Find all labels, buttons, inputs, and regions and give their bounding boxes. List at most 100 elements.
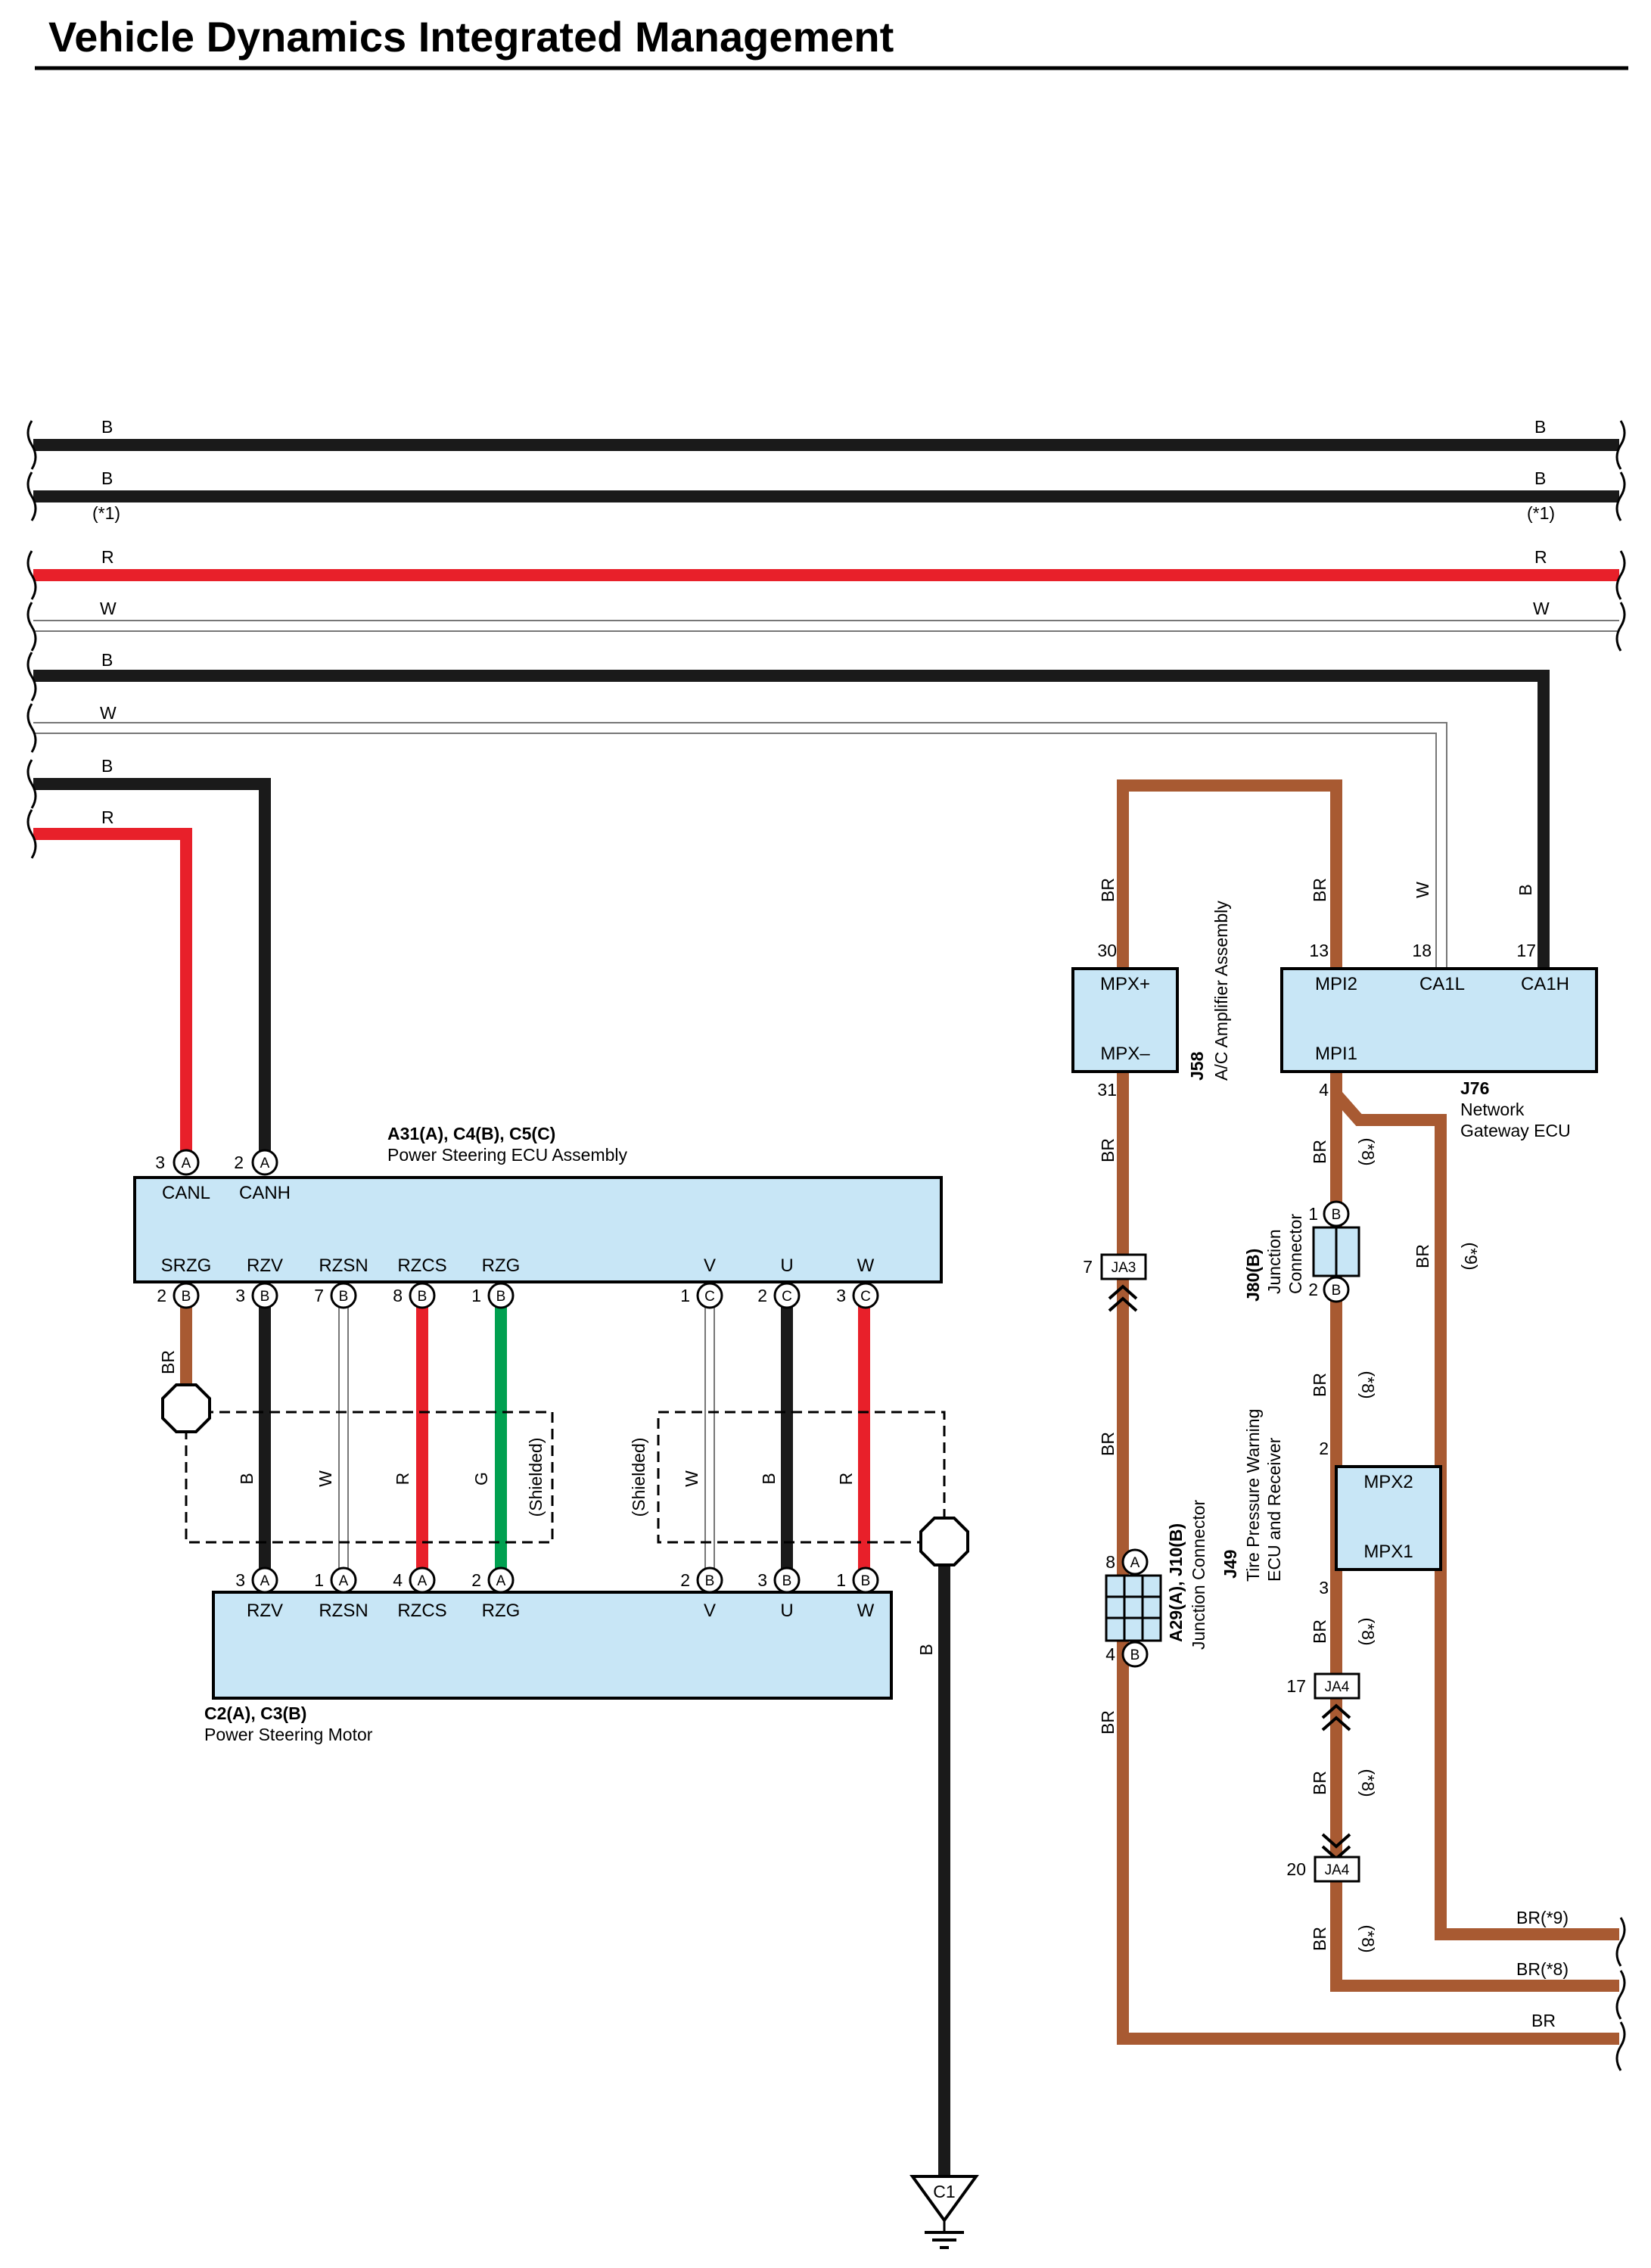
wire-mpx-loop: [1117, 779, 1342, 969]
term-label: SRZG: [161, 1255, 212, 1276]
shield-box-2: [657, 1411, 946, 1544]
ps-motor-terminal-v: B 2 V: [680, 1566, 723, 1621]
j80-name-2: Connector: [1286, 1214, 1305, 1294]
pin: [330, 1282, 357, 1309]
j76-pin-mpi1: 4: [1319, 1080, 1329, 1100]
conn: A: [496, 1573, 506, 1589]
j80-name-1: Junction: [1264, 1229, 1284, 1294]
label-a29-below: BR: [1098, 1710, 1118, 1734]
ecu-motor-wires: [180, 1294, 870, 1582]
ja4-bot-label: JA4: [1325, 1862, 1350, 1878]
j49-box: [1335, 1465, 1442, 1571]
a29-conn-top: A: [1130, 1555, 1140, 1571]
label-out-br: BR: [1531, 2011, 1556, 2030]
bus-wires: [33, 439, 1619, 1152]
a29-pinnum-bot: 4: [1105, 1644, 1115, 1664]
pin-num: 3: [836, 1286, 846, 1305]
ja4-top-pin: 17: [1286, 1676, 1306, 1696]
ps-motor-terminal-rzsn: A 1 RZSN: [314, 1566, 368, 1621]
ps-ecu-top-terminals: A 3 CANL A 2 CANH: [155, 1149, 291, 1203]
label-bus-b2-left: B: [101, 468, 113, 488]
conn: B: [496, 1289, 506, 1305]
label-sh-g: G: [471, 1472, 491, 1486]
bus-wire-b3: [33, 670, 1550, 969]
conn: B: [339, 1289, 349, 1305]
j80-junction: B 1 B 2: [1308, 1200, 1360, 1303]
ps-ecu-terminal-rzg: RZG B 1: [471, 1255, 520, 1309]
j76-term-mpi1: MPI1: [1315, 1044, 1357, 1064]
term-label: RZSN: [319, 1601, 368, 1621]
term-label: RZSN: [319, 1255, 368, 1276]
label-sh-b: B: [237, 1473, 257, 1484]
ps-ecu-pinnum-canh: 2: [234, 1153, 244, 1172]
ps-motor-terminals: A 3 RZV A 1 RZSN A 4 RZCS A 2 RZG B 2 V: [235, 1566, 879, 1621]
ground-triangle: [909, 2175, 979, 2223]
label-sh2-r: R: [836, 1473, 856, 1486]
j49-term-2: MPX1: [1363, 1542, 1413, 1562]
j49-pin-2: 3: [1319, 1578, 1329, 1598]
label-ja4-mid-note: (*8): [1358, 1769, 1378, 1797]
j76-term-ca1h: CA1H: [1521, 974, 1569, 994]
conn: A: [418, 1573, 428, 1589]
shield-box-1: [185, 1411, 554, 1544]
j49-name-1: Tire Pressure Warning: [1243, 1409, 1263, 1582]
pin: [330, 1566, 357, 1594]
ps-ecu-box: [133, 1176, 943, 1283]
a29-pin-top: [1121, 1548, 1149, 1576]
ja4-top-chevrons: [1321, 1703, 1351, 1731]
a29-pinnum-top: 8: [1105, 1552, 1115, 1572]
label-ground-wire: B: [916, 1644, 936, 1655]
label-bus-b2-right: B: [1534, 468, 1546, 488]
label-bus-r2-left: R: [101, 807, 114, 827]
j49-term-1: MPX2: [1363, 1472, 1413, 1492]
ground-label: C1: [933, 2182, 955, 2201]
ps-ecu-terminal-rzcs: RZCS B 8: [393, 1255, 447, 1309]
ps-motor-box: [212, 1591, 893, 1700]
ps-motor-terminal-u: B 3 U: [757, 1566, 801, 1621]
conn: C: [860, 1289, 871, 1305]
pin: [696, 1566, 723, 1594]
pin: [852, 1566, 879, 1594]
ps-ecu-conn-canl: A: [182, 1156, 191, 1171]
label-out-br9: BR(*9): [1516, 1908, 1569, 1927]
ja3-pin: 7: [1083, 1257, 1093, 1277]
ja3-label: JA3: [1112, 1260, 1136, 1276]
label-sh2-w: W: [682, 1470, 701, 1487]
ps-ecu-terminal-w: W C 3: [836, 1255, 879, 1309]
ps-motor-name: Power Steering Motor: [204, 1725, 373, 1744]
pin: [487, 1282, 515, 1309]
j58-box: [1071, 967, 1179, 1073]
pin-num: 4: [393, 1570, 403, 1590]
j58-pin-1: 30: [1097, 941, 1117, 960]
a29-name: Junction Connector: [1189, 1499, 1208, 1650]
label-j9-side: BR: [1413, 1244, 1432, 1268]
j49-name-2: ECU and Receiver: [1264, 1437, 1284, 1582]
j76-name-1: Network: [1460, 1100, 1525, 1119]
label-note1-left: (*1): [92, 503, 120, 523]
term-label: U: [780, 1255, 793, 1276]
label-bus-r-right: R: [1534, 547, 1547, 567]
ja4-top-label: JA4: [1325, 1679, 1350, 1695]
pin: [696, 1282, 723, 1309]
pin-num: 1: [471, 1286, 481, 1305]
ja3-chevrons: [1108, 1284, 1138, 1312]
conn: A: [260, 1573, 270, 1589]
ps-motor-terminal-w: B 1 W: [836, 1566, 879, 1621]
ps-ecu-terminal-srzg: SRZG B 2: [157, 1255, 212, 1309]
pin-num: 1: [836, 1570, 846, 1590]
ja4-top-box: [1314, 1672, 1360, 1700]
ps-motor-terminal-rzg: A 2 RZG: [471, 1566, 520, 1621]
label-sh-r: R: [393, 1473, 412, 1486]
bus-wire-b4: [33, 778, 271, 1152]
ps-ecu-bottom-terminals: SRZG B 2 RZV B 3 RZSN B 7 RZCS B 8 RZG B: [157, 1255, 879, 1309]
label-j49-out-note: (*8): [1358, 1617, 1378, 1645]
a29-code: A29(A), J10(B): [1166, 1523, 1186, 1642]
label-out-br8: BR(*8): [1516, 1959, 1569, 1979]
ps-ecu-pin-canl: [173, 1149, 200, 1176]
term-label: V: [704, 1601, 716, 1621]
j76-box: [1280, 967, 1598, 1073]
a29-conn-bot: B: [1130, 1647, 1140, 1663]
pin-num: 2: [471, 1570, 481, 1590]
a29-body: [1105, 1574, 1162, 1642]
conn: C: [782, 1289, 792, 1305]
